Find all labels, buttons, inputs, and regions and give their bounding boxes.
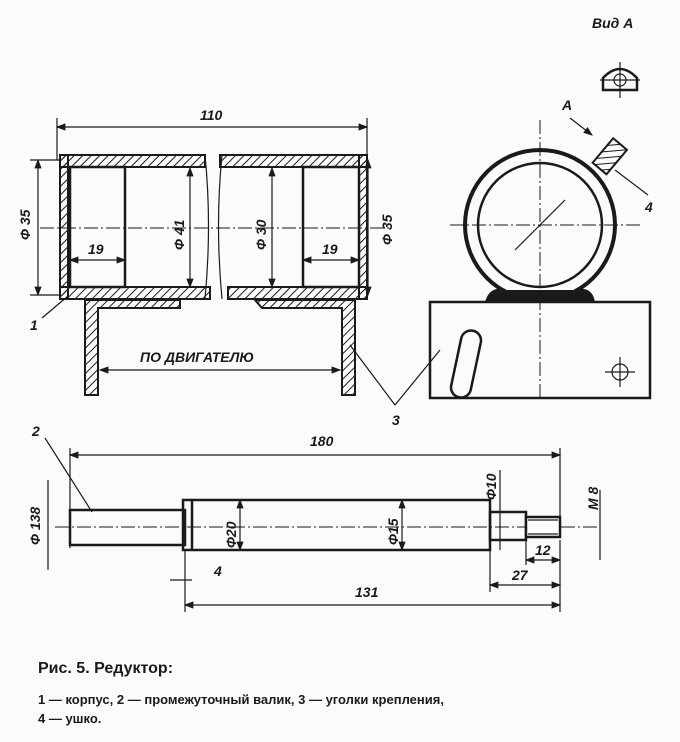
dim-d35-left: Ф 35: [17, 209, 33, 240]
arrow-a-label: А: [561, 97, 572, 113]
dim-4: 4: [213, 563, 222, 579]
callout-2: 2: [31, 423, 40, 439]
dim-d35-right: Ф 35: [379, 214, 395, 245]
dim-d10: Ф10: [483, 473, 499, 500]
legend-line-1: 1 — корпус, 2 — промежуточный валик, 3 —…: [38, 692, 444, 707]
view-a: Вид А: [592, 15, 640, 98]
dim-d30: Ф 30: [253, 219, 269, 250]
dim-m8: М 8: [585, 486, 601, 510]
dim-d138: Ф 138: [27, 507, 43, 545]
lug: [591, 136, 629, 176]
figure-caption: Рис. 5. Редуктор:: [38, 660, 174, 677]
motor-label: ПО ДВИГАТЕЛЮ: [140, 349, 254, 365]
dim-d20: Ф20: [223, 521, 239, 548]
dim-19-right: 19: [322, 241, 338, 257]
dim-12: 12: [535, 542, 551, 558]
figure-legend: 1 — корпус, 2 — промежуточный валик, 3 —…: [38, 690, 444, 728]
legend-line-2: 4 — ушко.: [38, 711, 102, 726]
dim-19-left: 19: [88, 241, 104, 257]
dim-27: 27: [511, 567, 529, 583]
side-view: А 4: [428, 97, 653, 400]
dim-d15: Ф15: [385, 518, 401, 545]
intermediate-shaft: 180 2 Ф 138 Ф20 Ф15 Ф10 М 8 4 131 27 12: [27, 423, 601, 612]
callout-3: 3: [392, 412, 400, 428]
dim-180: 180: [310, 433, 334, 449]
view-a-symbol: [600, 62, 640, 98]
dim-d41: Ф 41: [171, 219, 187, 250]
dim-131: 131: [355, 584, 379, 600]
view-a-label: Вид А: [592, 15, 633, 31]
dim-110: 110: [200, 107, 223, 123]
housing-section: 110 Ф 35 Ф 41 Ф 30 Ф 35 19 19 ПО ДВИГАТЕ…: [17, 107, 441, 428]
callout-1: 1: [30, 317, 38, 333]
callout-4: 4: [644, 199, 653, 215]
mounting-bracket-right: [252, 299, 356, 396]
mounting-bracket-left: [84, 299, 181, 396]
slot: [449, 329, 483, 399]
